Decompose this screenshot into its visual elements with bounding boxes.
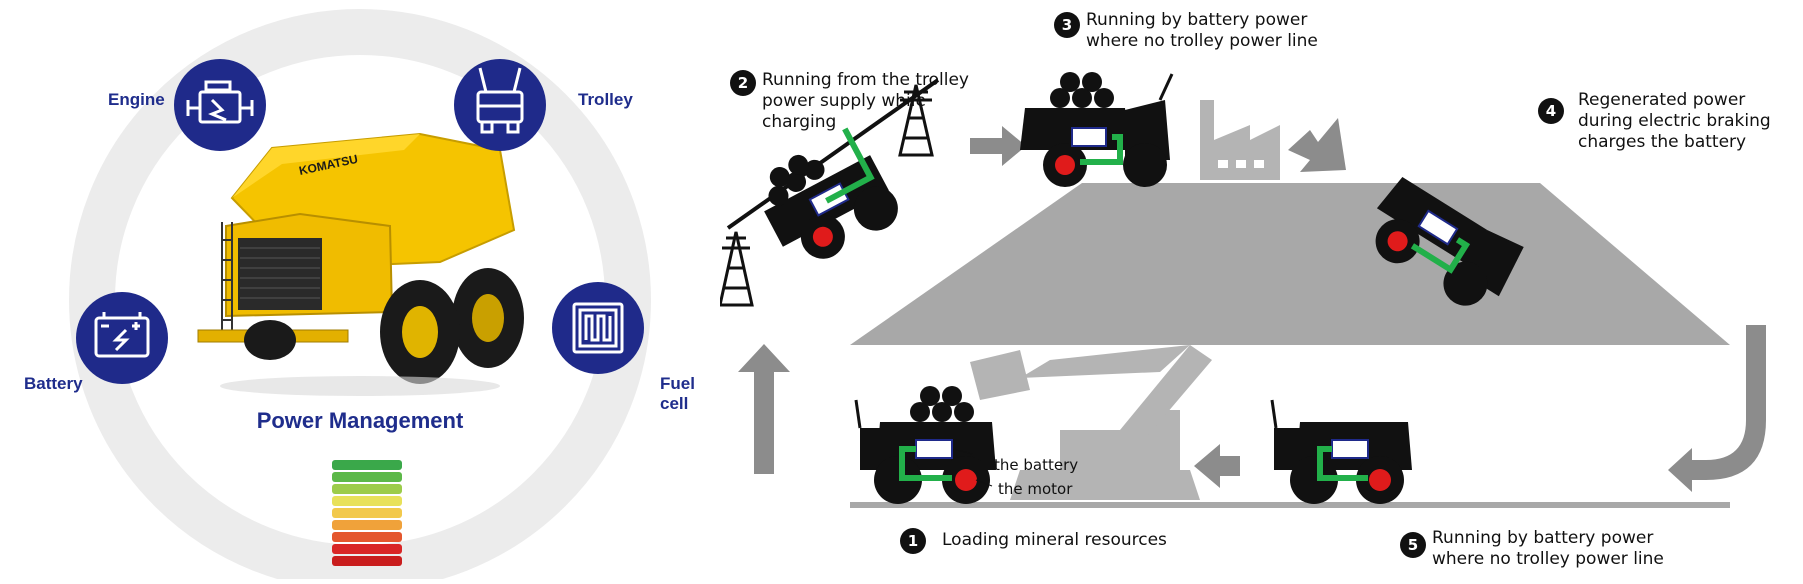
gauge-bar [332,508,402,518]
gauge-bar [332,544,402,554]
power-management-title: Power Management [256,408,464,433]
motor-icon [812,226,833,247]
fuel-cell-node [552,282,644,374]
excavator-silhouette [970,345,1212,500]
step-5-number: 5 [1400,532,1426,558]
battery-icon [1417,209,1459,246]
motor-icon [1387,231,1408,252]
truck-4-regeneration [1375,177,1524,306]
step-1-text: Loading mineral resources [942,530,1167,550]
motor-icon [1055,155,1075,175]
power-tower-icon [898,84,934,157]
truck-3-battery [1020,72,1174,187]
battery-label: Battery [24,374,83,393]
battery-icon [94,312,150,358]
engine-node [174,59,266,151]
power-level-gauge [332,460,402,566]
power-management-graphic: KOMATSU [69,9,651,584]
gauge-bar [332,484,402,494]
step-5-text: Running by battery power where no trolle… [1432,528,1664,569]
fuel-cell-label: Fuel cell [660,374,695,413]
engine-label: Engine [108,90,165,109]
arrow-left [1194,444,1240,488]
operation-cycle-diagram: 2 Running from the trolley power supply … [718,0,1803,579]
battery-callout: the battery [994,456,1079,474]
flow-arrows [738,118,1766,492]
trolley-node [454,59,546,151]
trolley-label: Trolley [578,90,633,109]
step-4-number: 4 [1538,98,1564,124]
battery-icon [1071,127,1107,147]
trolley-power-line [718,78,940,307]
arrow-up [738,344,790,474]
arrow-right [970,126,1026,166]
step-3-number: 3 [1054,12,1080,38]
motor-icon [1369,469,1391,491]
arrow-down-left [1668,325,1766,492]
gauge-bar [332,472,402,482]
gauge-bar [332,496,402,506]
motor-callout: the motor [998,480,1073,498]
step-3-text: Running by battery power where no trolle… [1086,10,1318,51]
gauge-bar [332,460,402,470]
arrow-down-right [1288,118,1346,172]
battery-node [76,292,168,384]
gauge-bar [332,556,402,566]
cycle-graphic [718,72,1766,508]
step-1-number: 1 [900,528,926,554]
gauge-bar [332,532,402,542]
hill-slope [850,183,1730,345]
gauge-bar [332,520,402,530]
engine-icon [186,80,254,124]
fuel-cell-icon [572,302,624,354]
power-management-panel: KOMATSU [0,0,720,584]
step-4-text: Regenerated power during electric brakin… [1578,90,1771,152]
ground-line [850,502,1730,508]
step-2-text: Running from the trolley power supply wh… [762,70,969,132]
step-2-number: 2 [730,70,756,96]
trolley-icon [476,67,524,134]
truck-1-loading [854,386,996,504]
truck-5-battery [1270,399,1412,504]
battery-icon [1331,439,1369,459]
motor-icon [955,469,977,491]
truck-2-trolley [764,127,898,259]
factory-icon [1200,100,1280,180]
komatsu-dump-truck: KOMATSU [197,132,524,396]
battery-icon [915,439,953,459]
power-tower-icon [718,231,754,307]
